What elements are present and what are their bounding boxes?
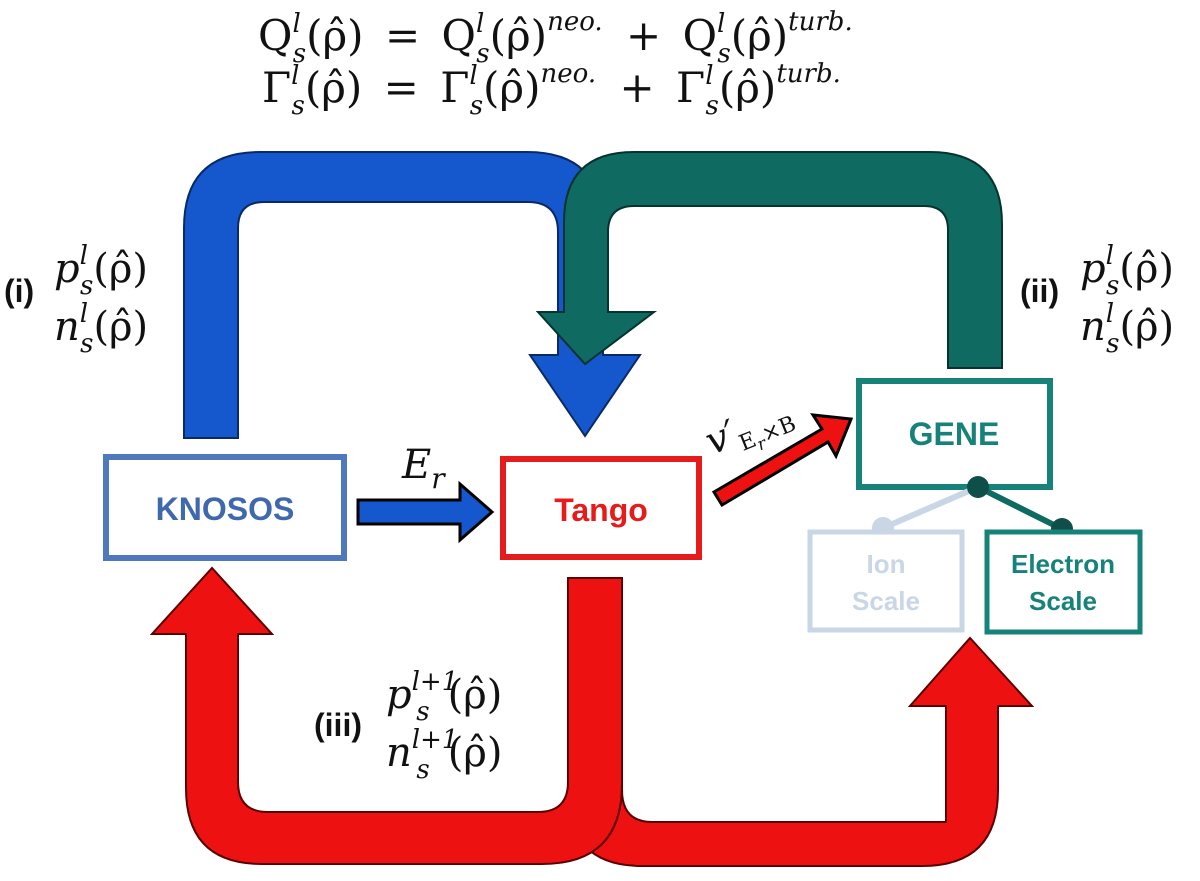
gene-box: GENE: [856, 378, 1053, 490]
svg-text:pls(ρ̂): pls(ρ̂): [1080, 241, 1174, 301]
svg-text:pls(ρ̂): pls(ρ̂): [54, 241, 148, 301]
tango-label: Tango: [554, 492, 648, 528]
svg-text:Qls(ρ̂) = Qls(ρ̂)n: Qls(ρ̂) = Qls(ρ̂)neo. + Qls(ρ̂)turb.: [258, 0, 853, 69]
ion-scale-box: Ion Scale: [807, 529, 965, 633]
ion-scale-label-2: Scale: [852, 586, 920, 616]
knosos-label: KNOSOS: [156, 491, 295, 527]
er-label: Er: [401, 442, 446, 495]
vexb-arrow: [711, 413, 854, 508]
red-return-arrow: [149, 566, 623, 865]
er-arrow: [356, 480, 495, 544]
svg-text:nls(ρ̂): nls(ρ̂): [54, 299, 148, 359]
label-i: (i): [4, 273, 34, 309]
electron-scale-label-2: Scale: [1029, 586, 1097, 616]
electron-scale-label-1: Electron: [1011, 549, 1115, 579]
electron-scale-box: Electron Scale: [984, 529, 1143, 635]
svg-text:nls(ρ̂): nls(ρ̂): [1080, 299, 1174, 359]
gene-label: GENE: [909, 416, 1000, 452]
svg-text:nl+1s(ρ̂): nl+1s(ρ̂): [386, 725, 503, 785]
svg-text:pl+1s(ρ̂): pl+1s(ρ̂): [386, 667, 502, 727]
label-iii: (iii): [314, 707, 362, 743]
svg-text:Er: Er: [401, 442, 446, 495]
svg-text:Γls(ρ̂) = Γls(ρ̂)n: Γls(ρ̂) = Γls(ρ̂)neo. + Γls(ρ̂)turb.: [262, 43, 841, 121]
knosos-box: KNOSOS: [103, 454, 347, 561]
ion-scale-label-1: Ion: [867, 549, 906, 579]
teal-feedback-arrow: [535, 151, 1003, 369]
label-ii: (ii): [1020, 273, 1059, 309]
tango-box: Tango: [500, 456, 702, 560]
